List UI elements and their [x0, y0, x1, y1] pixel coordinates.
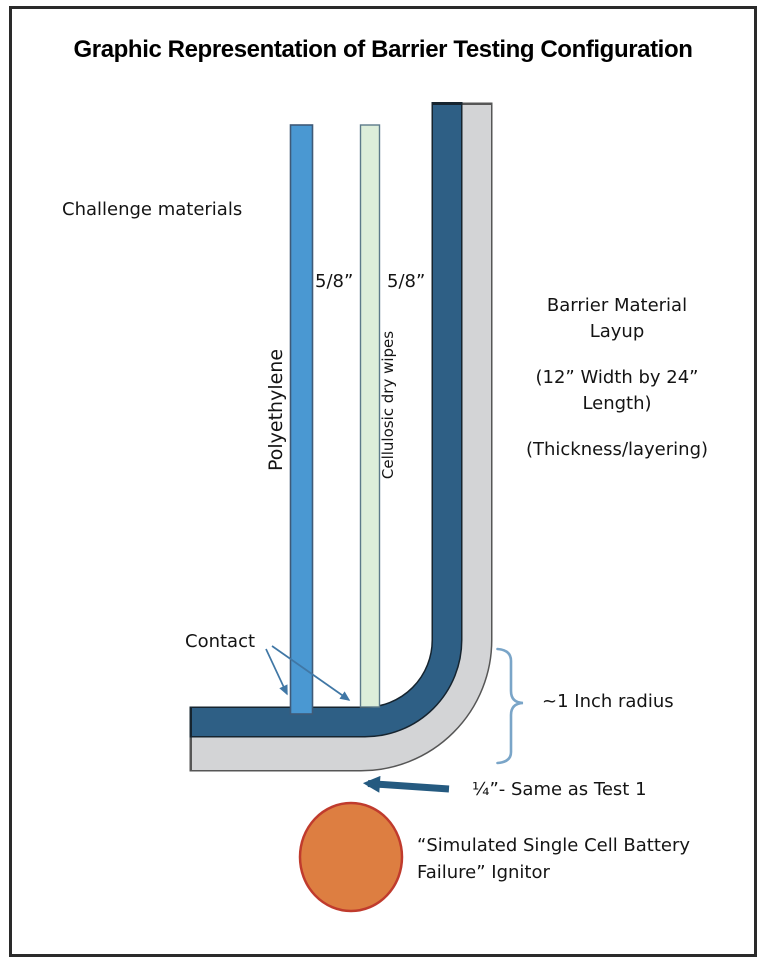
radius-brace [496, 647, 524, 765]
contact-arrow-2 [271, 645, 351, 701]
challenge-materials-label: Challenge materials [62, 199, 243, 220]
polyethylene-bar [289, 124, 314, 715]
polyethylene-label: Polyethylene [265, 348, 287, 472]
barrier-inner-band [192, 105, 461, 736]
contact-label: Contact [185, 631, 256, 652]
barrier-layup-line-1: Barrier Material [546, 295, 688, 316]
cellulosic-bar [359, 124, 381, 708]
ignitor-circle [298, 801, 404, 913]
barrier-layup-line-5: (Thickness/layering) [525, 439, 709, 460]
barrier-layup-line-3: (12” Width by 24” [535, 367, 699, 388]
barrier-layup-label: Barrier Material Layup (12” Width by 24”… [502, 293, 732, 463]
gap-arrow [362, 775, 450, 793]
cellulosic-label: Cellulosic dry wipes [379, 330, 397, 480]
contact-arrow-1 [265, 648, 288, 696]
barrier-layup-line-4: Length) [582, 393, 652, 414]
figure-title: Graphic Representation of Barrier Testin… [73, 36, 693, 63]
thickness-label-polyethylene: 5/8” [315, 271, 354, 292]
ignitor-label-line-2: Failure” Ignitor [417, 861, 550, 883]
barrier-inner-band-outline [189, 102, 463, 738]
radius-label: ~1 Inch radius [542, 691, 674, 712]
page-border [9, 6, 757, 957]
barrier-layup-line-2: Layup [589, 321, 645, 342]
gap-label: ¼”- Same as Test 1 [472, 779, 647, 800]
ignitor-label-line-1: “Simulated Single Cell Battery [417, 835, 691, 856]
thickness-label-cellulosic: 5/8” [387, 271, 426, 292]
barrier-outer-band [192, 105, 491, 770]
ignitor-label: “Simulated Single Cell Battery Failure” … [417, 833, 690, 886]
